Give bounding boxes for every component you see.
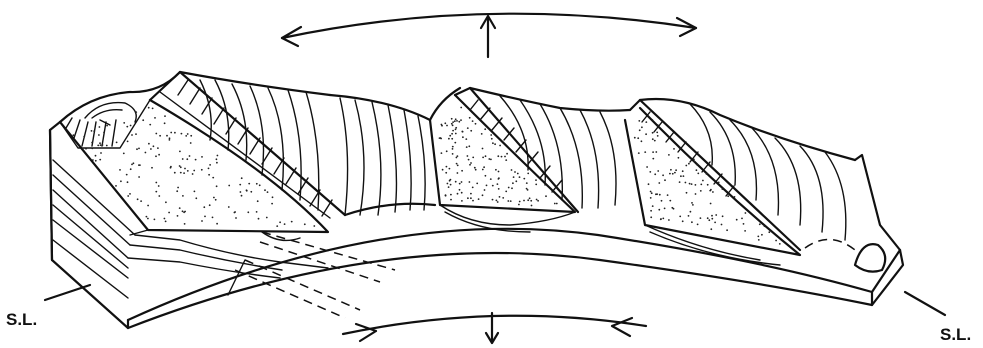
sandstone-stipple	[73, 107, 781, 245]
uplift-arrow	[481, 16, 495, 57]
small-lake	[805, 239, 885, 271]
sea-level-left-marker	[45, 285, 90, 300]
sea-level-label-right: S.L.	[940, 325, 971, 344]
ridge-1	[150, 72, 345, 218]
ridge-3	[630, 99, 855, 250]
sea-level-label-left: S.L.	[6, 310, 37, 329]
subsidence-arrow	[486, 313, 498, 343]
ridge-2	[455, 88, 630, 212]
hill-left	[60, 72, 180, 148]
dip-slope-3	[625, 108, 800, 265]
sea-level-right-marker	[905, 292, 945, 315]
contoured-slope-center	[330, 88, 460, 215]
dip-slope-2	[430, 95, 575, 232]
